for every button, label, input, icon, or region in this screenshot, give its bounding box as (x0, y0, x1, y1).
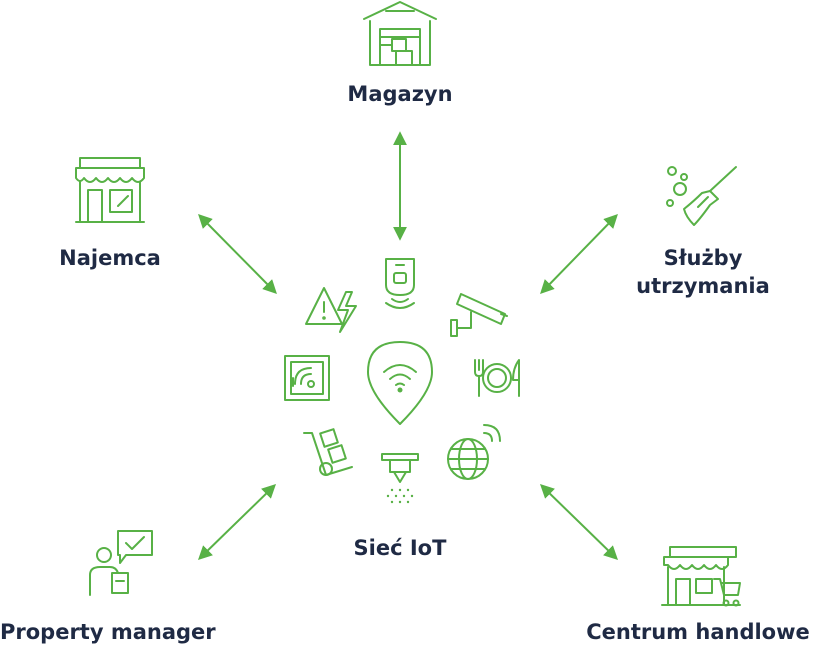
fire-sprinkler-icon (381, 453, 419, 504)
cleaning-broom-icon (666, 166, 737, 226)
presence-sensor-icon (385, 258, 415, 309)
beacon-icon (284, 355, 330, 401)
tenant-label: Najemca (59, 246, 161, 270)
maintenance-label: Służby utrzymania (618, 244, 788, 300)
maintenance-label-line2: utrzymania (636, 274, 770, 298)
center-label: Sieć IoT (353, 536, 447, 560)
map-pin-wifi-icon (367, 341, 433, 425)
security-camera-icon (450, 293, 508, 337)
restaurant-plate-icon (474, 359, 520, 397)
wifi-globe-icon (447, 424, 501, 480)
arrow-maintenance (540, 213, 618, 295)
maintenance-label-line1: Służby (663, 246, 743, 270)
electrical-hazard-icon (305, 287, 357, 333)
arrow-mall (539, 484, 619, 560)
arrow-tenant (198, 214, 277, 294)
hand-truck-icon (303, 428, 353, 476)
storefront-icon (75, 157, 145, 223)
mall-label: Centrum handlowe (586, 620, 810, 644)
warehouse-icon (363, 1, 437, 66)
manager-checklist-icon (89, 530, 153, 596)
warehouse-label: Magazyn (347, 82, 453, 106)
arrow-property-manager (197, 484, 277, 560)
shopping-mall-icon (661, 546, 741, 607)
property-manager-label: Property manager (0, 620, 216, 644)
